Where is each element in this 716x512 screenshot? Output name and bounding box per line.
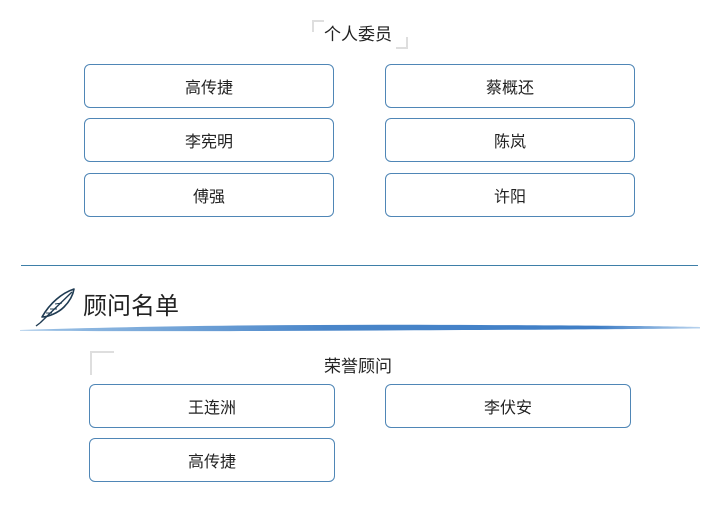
advisor-name-box[interactable]: 王连洲 bbox=[89, 384, 335, 428]
member-name: 高传捷 bbox=[184, 78, 233, 97]
member-name-box[interactable]: 陈岚 bbox=[385, 118, 635, 162]
advisor-name: 李伏安 bbox=[483, 398, 532, 417]
member-name: 傅强 bbox=[192, 187, 225, 206]
member-name-box[interactable]: 蔡概还 bbox=[385, 64, 635, 108]
quill-feather-icon bbox=[35, 288, 75, 327]
advisor-name-box[interactable]: 李伏安 bbox=[385, 384, 631, 428]
members-title: 个人委员 bbox=[324, 25, 392, 45]
heading-underline-swoosh bbox=[20, 324, 700, 332]
bracket-corner-top-left bbox=[312, 20, 324, 32]
advisors-subtitle: 荣誉顾问 bbox=[324, 357, 392, 377]
member-name-box[interactable]: 李宪明 bbox=[84, 118, 334, 162]
advisors-heading: 顾问名单 bbox=[83, 292, 179, 320]
member-name: 李宪明 bbox=[184, 132, 233, 151]
bracket-corner-top-left bbox=[90, 351, 114, 375]
member-name: 蔡概还 bbox=[485, 78, 534, 97]
member-name-box[interactable]: 傅强 bbox=[84, 173, 334, 217]
bracket-corner-bottom-right bbox=[396, 37, 408, 49]
member-name: 许阳 bbox=[493, 187, 526, 206]
section-divider bbox=[21, 265, 698, 266]
advisor-name: 高传捷 bbox=[187, 452, 236, 471]
member-name: 陈岚 bbox=[493, 132, 526, 151]
member-name-box[interactable]: 高传捷 bbox=[84, 64, 334, 108]
member-name-box[interactable]: 许阳 bbox=[385, 173, 635, 217]
advisor-name-box[interactable]: 高传捷 bbox=[89, 438, 335, 482]
advisor-name: 王连洲 bbox=[187, 398, 236, 417]
